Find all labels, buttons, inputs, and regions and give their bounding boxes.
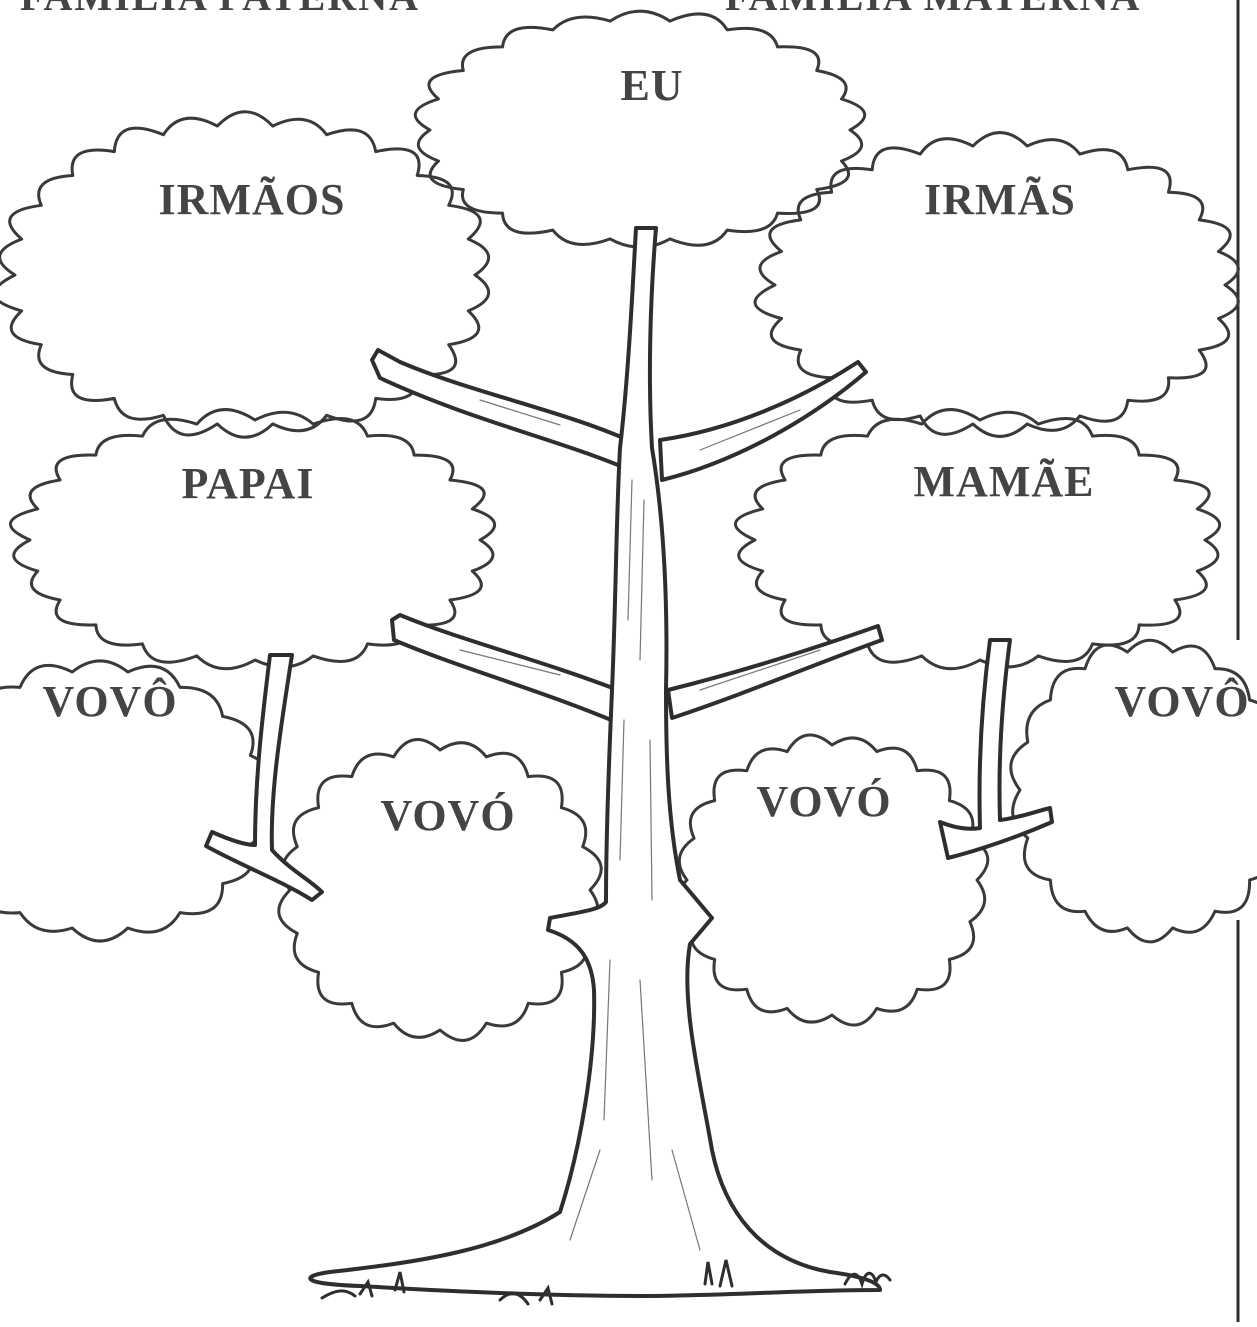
bark-line [699,409,801,451]
header-paternal: FAMÍLIA PATERNA [20,0,420,19]
bark-line [639,499,645,661]
cloud-vovo-materno [1009,638,1257,944]
bark-line [649,739,653,901]
cloud-papai [8,408,496,671]
label-vovo-materno: VOVÔ [1114,677,1249,726]
bark-line [459,649,561,676]
cloud-eu [413,9,867,249]
cloud-irmas [753,131,1240,438]
grass [320,1259,892,1306]
tree-trunk [204,226,1054,1298]
cloud-irmaos [0,110,490,439]
cloud-mamae [733,408,1221,671]
label-vovo-paterno: VOVÔ [42,677,177,726]
label-mamae: MAMÃE [914,457,1095,506]
bark-line [671,1149,701,1251]
label-vova-materna: VOVÓ [756,777,891,826]
bark-line [639,979,653,1181]
label-eu: EU [620,61,683,110]
cloud-vovo-paterno [0,659,274,943]
label-irmaos: IRMÃOS [159,175,346,224]
bark-line [619,719,625,861]
bark-line [603,959,611,1121]
header-maternal: FAMÍLIA MATERNA [725,0,1141,19]
label-papai: PAPAI [182,459,315,508]
cloud-vova-paterna [277,738,603,1042]
label-irmas: IRMÃS [924,175,1076,224]
cloud-vova-materna [674,733,990,1027]
bark-line [569,1149,601,1241]
canopy-group [0,9,1257,1042]
bark-texture [459,399,821,1251]
bark-line [699,649,821,691]
bark-line [479,399,561,426]
bark-line [627,479,633,621]
label-vova-paterna: VOVÓ [380,791,515,840]
